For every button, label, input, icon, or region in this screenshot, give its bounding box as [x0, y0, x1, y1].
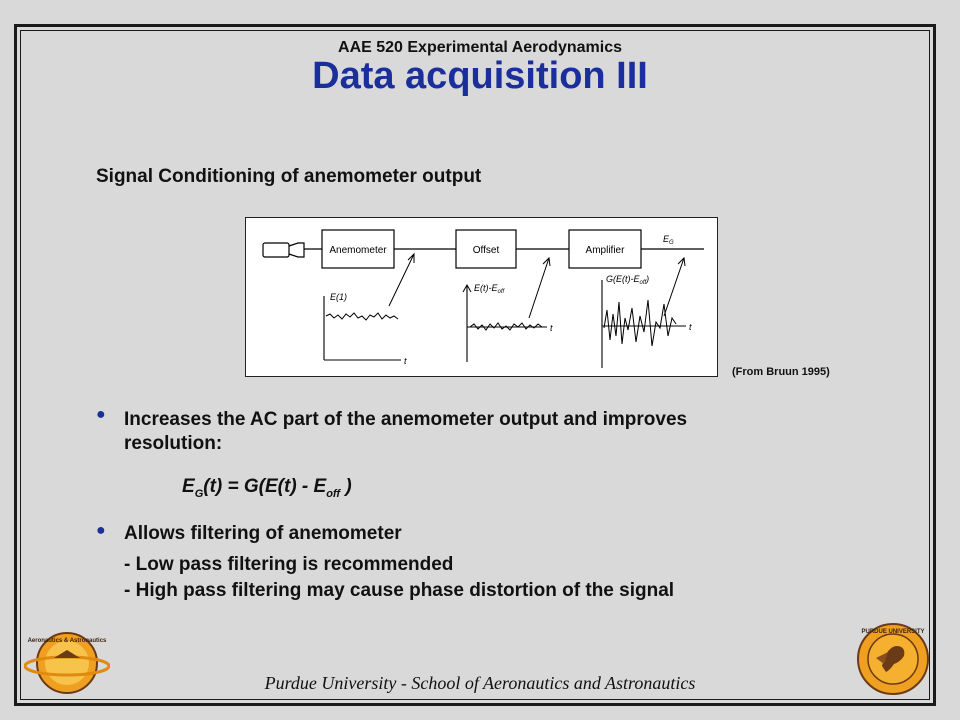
bullet-2-text: Allows filtering of anemometer	[124, 523, 402, 544]
aeronautics-logo: Aeronautics & Astronautics	[23, 630, 111, 696]
bullet-1-line1: Increases the AC part of the anemometer …	[124, 409, 688, 430]
bullet-2-marker: ●	[96, 522, 106, 539]
bullet-1-line2: resolution:	[124, 433, 223, 454]
purdue-seal-logo: PURDUE UNIVERSITY	[856, 622, 930, 696]
subpoint-1: - Low pass filtering is recommended	[124, 554, 454, 575]
section-subtitle: Signal Conditioning of anemometer output	[96, 166, 482, 187]
plot-anemometer-output	[323, 252, 415, 361]
offset-block	[455, 229, 517, 269]
bullet-1-text: Increases the AC part of the anemometer …	[124, 408, 687, 456]
signal-conditioning-diagram: Anemometer Offset Amplifier EG E(1) t E(…	[245, 217, 718, 377]
gain-formula: EG(t) = G(E(t) - Eoff )	[182, 476, 352, 500]
probe-icon	[262, 242, 305, 258]
anemometer-label: Anemometer	[329, 245, 387, 256]
plot-offset-output	[462, 256, 551, 362]
figure-credit: (From Bruun 1995)	[732, 366, 830, 378]
plot-amplifier-output	[601, 256, 686, 368]
slide-frame-inner	[20, 30, 930, 700]
plot2-axis-t: t	[550, 323, 553, 333]
slide-title: Data acquisition III	[312, 55, 648, 97]
plot3-label: G(E(t)-Eoff)	[606, 274, 649, 286]
left-logo-text: Aeronautics & Astronautics	[28, 638, 107, 644]
right-logo-text: PURDUE UNIVERSITY	[861, 629, 924, 635]
output-label: EG	[663, 234, 674, 246]
subpoint-2: - High pass filtering may cause phase di…	[124, 580, 675, 601]
plot1-axis-t: t	[404, 356, 407, 366]
course-title: AAE 520 Experimental Aerodynamics	[338, 39, 622, 56]
plot3-axis-t: t	[689, 322, 692, 332]
footer-text: Purdue University - School of Aeronautic…	[264, 673, 696, 693]
plot1-label: E(1)	[330, 292, 347, 302]
offset-label: Offset	[473, 245, 500, 256]
plot2-label: E(t)-Eoff	[474, 283, 506, 295]
bullet-1-marker: ●	[96, 406, 106, 423]
slide-frame-outer	[14, 24, 936, 706]
amplifier-label: Amplifier	[586, 245, 626, 256]
amplifier-block	[568, 229, 642, 269]
anemometer-block	[321, 229, 395, 269]
